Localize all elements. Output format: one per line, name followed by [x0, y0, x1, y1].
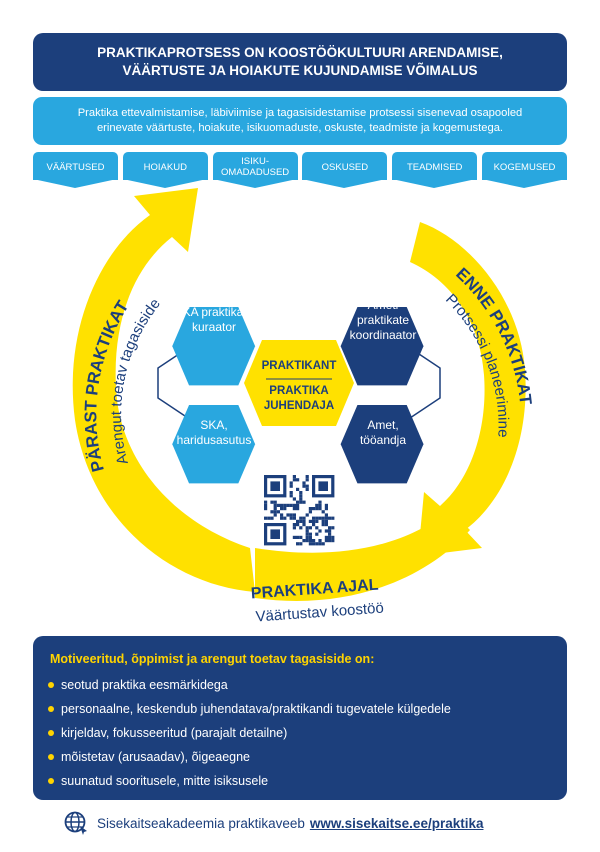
intro-line-1: Praktika ettevalmistamise, läbiviimise j… [77, 107, 523, 119]
hex-text-line: SKA praktikate [174, 305, 254, 319]
footer-link[interactable]: www.sisekaitse.ee/praktika [309, 815, 484, 831]
tag-label: HOIAKUD [143, 161, 187, 173]
hex-text-line: Ameti [367, 297, 399, 312]
list-item-text: personaalne, keskendub juhendatava/prakt… [61, 702, 451, 716]
globe-icon [64, 811, 87, 835]
tag-vaartused: VÄÄRTUSED [33, 152, 118, 188]
footer: Sisekaitseakadeemia praktikaveeb www.sis… [63, 810, 563, 836]
tag-row: VÄÄRTUSED HOIAKUD ISIKU-OMADADUSED OSKUS… [33, 152, 567, 188]
feedback-box [33, 636, 567, 800]
hex-amet-tooandja [340, 404, 424, 484]
tag-label: VÄÄRTUSED [46, 161, 105, 173]
tag-label: KOGEMUSED [493, 161, 556, 173]
hex-text-line: haridusasutus [176, 433, 252, 447]
list-item: seotud praktika eesmärkidega [48, 678, 228, 692]
hex-text-line: kuraator [191, 320, 237, 334]
list-item-text: mõistetav (arusaadav), õigeaegne [61, 750, 251, 764]
hex-text-line: JUHENDAJA [263, 400, 335, 412]
hex-praktikant [244, 340, 354, 426]
tag-oskused: OSKUSED [302, 152, 388, 188]
tag-isikuomadused: ISIKU-OMADADUSED [212, 152, 298, 188]
list-item-text: seotud praktika eesmärkidega [61, 678, 228, 692]
qr-code [264, 475, 335, 546]
hex-amet-tooandja-label: Amet,tööandja [340, 403, 426, 463]
bullet-icon [48, 730, 54, 736]
list-item: kirjeldav, fokusseeritud (parajalt detai… [48, 726, 287, 740]
tag-teadmised: TEADMISED [392, 152, 478, 188]
tag-label: TEADMISED [406, 161, 463, 173]
bullet-icon [48, 778, 54, 784]
hex-text-line: praktikate [356, 312, 410, 327]
hex-praktikant-label: PRAKTIKANT [261, 359, 337, 372]
intro-box: Praktika ettevalmistamise, läbiviimise j… [33, 97, 567, 145]
list-item: suunatud sooritusele, mitte isiksusele [48, 774, 268, 788]
hex-juhendaja-label: PRAKTIKA JUHENDAJA [254, 382, 344, 416]
tag-label: OSKUSED [321, 161, 369, 173]
bullet-icon [48, 706, 54, 712]
hex-ska-kuraator [172, 306, 256, 386]
hex-text-line: Amet, [367, 418, 399, 432]
tag-hoiakud: HOIAKUD [122, 152, 208, 188]
title-line-1: PRAKTIKAPROTSESS ON KOOSTÖÖKULTUURI AREN… [97, 45, 503, 60]
hex-ska-haridusasutus-label: SKA,haridusasutus [171, 403, 257, 463]
left-arc [72, 188, 255, 592]
hex-ska-haridusasutus [172, 404, 256, 484]
list-item-text: suunatud sooritusele, mitte isiksusele [61, 774, 269, 788]
hex-ameti-koordinaator [340, 306, 424, 386]
hex-text-line: tööandja [359, 433, 407, 447]
bullet-icon [48, 754, 54, 760]
footer-label: Sisekaitseakadeemia praktikaveeb [97, 815, 305, 831]
hex-text-line: SKA, [200, 418, 228, 432]
list-item-text: kirjeldav, fokusseeritud (parajalt detai… [61, 726, 288, 740]
bottom-arc-subtitle: Väärtustav koostöö [255, 600, 384, 626]
intro-line-2: erinevate väärtuste, hoiakute, isikuomad… [96, 122, 504, 134]
feedback-title: Motiveeritud, õppimist ja arengut toetav… [50, 652, 375, 666]
tag-kogemused: KOGEMUSED [481, 152, 567, 188]
hex-text-line: PRAKTIKA [269, 385, 329, 397]
hex-text-line: koordinaator [349, 327, 417, 342]
right-arc [410, 222, 526, 556]
bullet-icon [48, 682, 54, 688]
header-title-box: PRAKTIKAPROTSESS ON KOOSTÖÖKULTUURI AREN… [33, 33, 567, 91]
tag-label-2: OMADADUSED [221, 167, 290, 178]
list-item: mõistetav (arusaadav), õigeaegne [48, 750, 250, 764]
bottom-arc [255, 510, 470, 601]
list-item: personaalne, keskendub juhendatava/prakt… [48, 702, 451, 716]
title-line-2: VÄÄRTUSTE JA HOIAKUTE KUJUNDAMISE VÕIMAL… [122, 63, 478, 78]
tag-label: ISIKU- [241, 156, 270, 167]
